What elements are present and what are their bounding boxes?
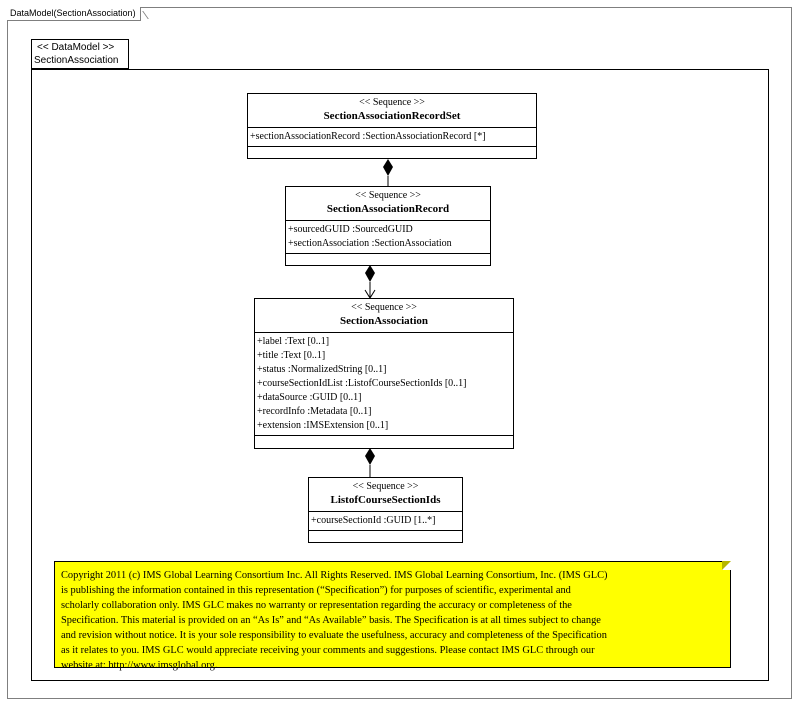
class-operations [248, 147, 536, 161]
attribute: +sectionAssociationRecord :SectionAssoci… [250, 131, 486, 142]
frame-label: DataModel(SectionAssociation) [7, 7, 141, 21]
diagram-frame [7, 7, 792, 699]
note-line: scholarly collaboration only. IMS GLC ma… [61, 600, 572, 611]
class-attributes: +sourcedGUID :SourcedGUID +sectionAssoci… [286, 221, 490, 254]
class-stereotype: << Sequence >> [355, 190, 421, 201]
note-line: Copyright 2011 (c) IMS Global Learning C… [61, 570, 608, 581]
note-line: website at: http://www.imsglobal.org. [61, 660, 218, 671]
package-body [31, 69, 769, 681]
class-header: << Sequence >> SectionAssociationRecordS… [248, 94, 536, 128]
copyright-note[interactable]: Copyright 2011 (c) IMS Global Learning C… [54, 561, 731, 671]
package-name: SectionAssociation [34, 55, 119, 66]
class-header: << Sequence >> SectionAssociationRecord [286, 187, 490, 221]
class-operations [255, 436, 513, 450]
class-name: SectionAssociationRecord [326, 203, 450, 215]
class-section-association-record-set[interactable]: << Sequence >> SectionAssociationRecordS… [247, 93, 537, 159]
class-stereotype: << Sequence >> [359, 97, 425, 108]
attribute: +recordInfo :Metadata [0..1] [257, 406, 372, 417]
note-line: and revision without notice. It is your … [61, 630, 607, 641]
attribute: +dataSource :GUID [0..1] [257, 392, 362, 403]
attribute: +courseSectionIdList :ListofCourseSectio… [257, 378, 467, 389]
attribute: +sectionAssociation :SectionAssociation [288, 238, 452, 249]
attribute: +courseSectionId :GUID [1..*] [311, 515, 436, 526]
class-name: SectionAssociationRecordSet [323, 110, 461, 122]
class-attributes: +sectionAssociationRecord :SectionAssoci… [248, 128, 536, 147]
class-attributes: +label :Text [0..1] +title :Text [0..1] … [255, 333, 513, 436]
package-stereotype: << DataModel >> [37, 42, 115, 53]
class-stereotype: << Sequence >> [352, 481, 419, 492]
class-section-association[interactable]: << Sequence >> SectionAssociation +label… [254, 298, 514, 449]
class-name: SectionAssociation [340, 315, 428, 327]
class-attributes: +courseSectionId :GUID [1..*] [309, 512, 462, 531]
class-header: << Sequence >> SectionAssociation [255, 299, 513, 333]
attribute: +label :Text [0..1] [257, 336, 330, 347]
package-tab[interactable]: << DataModel >> SectionAssociation [31, 39, 129, 69]
note-line: as it relates to you. IMS GLC would appr… [61, 645, 595, 656]
class-stereotype: << Sequence >> [351, 302, 417, 313]
note-line: Specification. This material is provided… [61, 615, 601, 626]
composition-diamond-1 [383, 159, 393, 176]
class-section-association-record[interactable]: << Sequence >> SectionAssociationRecord … [285, 186, 491, 266]
class-operations [286, 254, 490, 268]
class-operations [309, 531, 462, 545]
composition-diamond-3 [365, 448, 375, 465]
composition-diamond-2 [365, 265, 375, 282]
attribute: +extension :IMSExtension [0..1] [257, 420, 389, 431]
attribute: +status :NormalizedString [0..1] [257, 364, 387, 375]
class-name: ListofCourseSectionIds [330, 494, 441, 506]
class-listof-course-section-ids[interactable]: << Sequence >> ListofCourseSectionIds +c… [308, 477, 463, 543]
attribute: +sourcedGUID :SourcedGUID [288, 224, 413, 235]
class-header: << Sequence >> ListofCourseSectionIds [309, 478, 462, 512]
note-line: is publishing the information contained … [61, 585, 571, 596]
attribute: +title :Text [0..1] [257, 350, 326, 361]
